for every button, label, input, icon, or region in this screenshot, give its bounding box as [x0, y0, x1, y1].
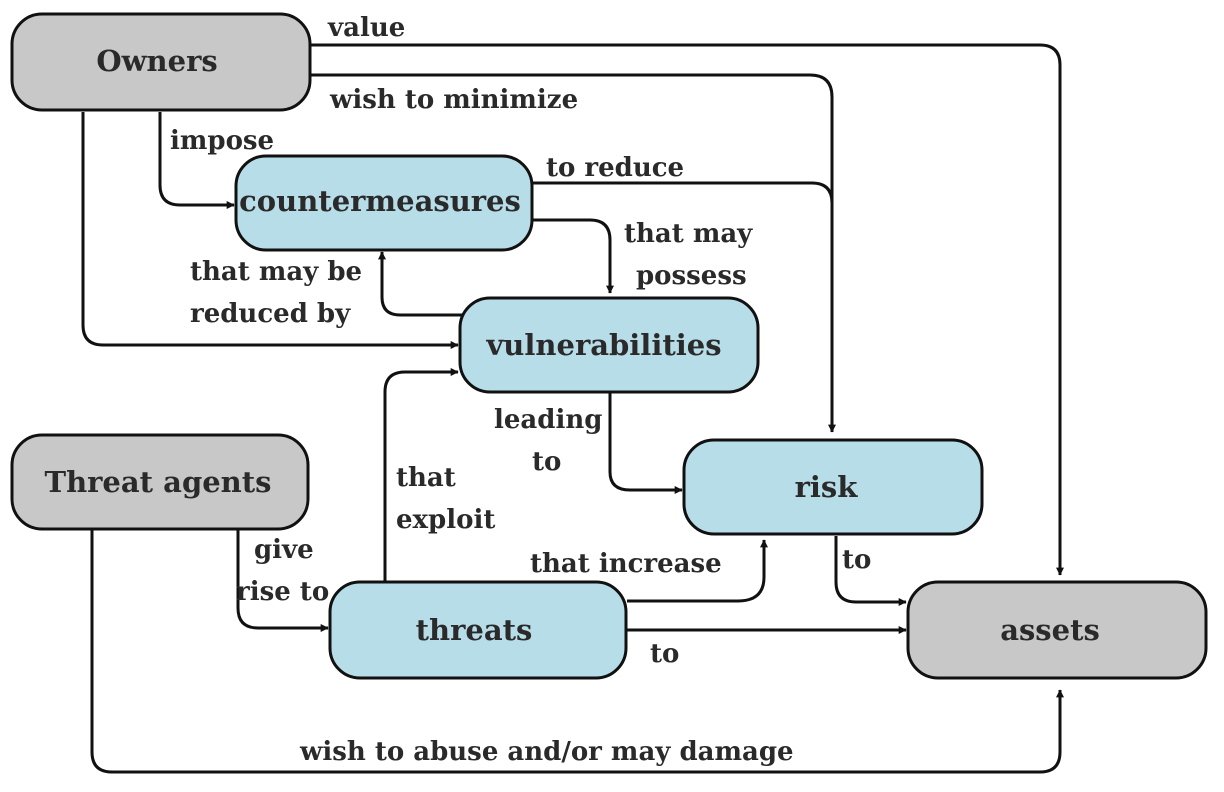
node-vulnerabilities: vulnerabilities — [458, 296, 760, 394]
label-reduced-by-line2: reduced by — [190, 299, 351, 329]
node-vulnerabilities-label: vulnerabilities — [485, 328, 721, 362]
edge-countermeasures-possess-vulnerabilities — [532, 218, 614, 294]
node-owners-box — [10, 12, 312, 112]
label-to-reduce: to reduce — [546, 153, 684, 183]
label-leading-to-line2: to — [532, 447, 561, 477]
node-assets-label: assets — [1000, 613, 1100, 647]
node-risk-box — [682, 438, 984, 536]
node-risk: risk — [682, 438, 984, 536]
label-exploit-line2: exploit — [396, 505, 495, 535]
edge-threats-increase-risk — [627, 539, 768, 603]
edge-owners-impose-countermeasures — [158, 112, 235, 209]
label-that-increase: that increase — [530, 549, 722, 579]
node-risk-label: risk — [795, 470, 859, 504]
node-owners: Owners — [10, 12, 312, 112]
edge-threats-exploit-vulnerabilities — [383, 368, 459, 582]
node-threat-agents: Threat agents — [10, 433, 310, 531]
label-that-exploit-line1: that — [396, 463, 456, 493]
label-wish-to-abuse: wish to abuse and/or may damage — [299, 737, 794, 767]
label-rise-to-line2: rise to — [236, 577, 329, 607]
label-give-line1: give — [254, 535, 314, 565]
label-possess-line2: possess — [636, 261, 747, 291]
label-value: value — [327, 13, 405, 43]
node-threats-label: threats — [416, 613, 533, 647]
node-threat-agents-label: Threat agents — [44, 465, 271, 499]
edges — [81, 43, 1064, 774]
edge-threat-agents-abuse-assets — [90, 530, 1064, 774]
label-wish-to-minimize: wish to minimize — [329, 85, 578, 115]
node-countermeasures-box — [234, 154, 534, 252]
edge-risk-to-assets — [834, 536, 907, 606]
node-threat-agents-box — [10, 433, 310, 531]
node-threats: threats — [328, 580, 628, 680]
node-owners-label: Owners — [96, 44, 217, 78]
node-assets-box — [906, 580, 1208, 680]
node-threats-box — [328, 580, 628, 680]
label-that-may-line1: that may — [624, 219, 753, 249]
node-countermeasures: countermeasures — [234, 154, 534, 252]
edge-owners-to-vulnerabilities — [81, 112, 459, 349]
edge-vulnerabilities-reduced-by-countermeasures — [378, 251, 462, 317]
node-assets: assets — [906, 580, 1208, 680]
label-that-may-be-line1: that may be — [190, 257, 362, 287]
node-vulnerabilities-box — [458, 296, 760, 394]
label-leading-line1: leading — [494, 405, 602, 435]
label-threats-to-assets: to — [650, 639, 679, 669]
node-countermeasures-label: countermeasures — [239, 184, 521, 218]
edge-countermeasures-reduce-risk — [532, 181, 834, 204]
edge-labels: value wish to minimize impose to reduce … — [170, 13, 871, 767]
edge-vulnerabilities-leading-to-risk — [608, 393, 683, 494]
edge-owners-minimize-risk — [310, 73, 836, 433]
edge-owners-value-assets — [310, 43, 1064, 576]
label-risk-to-assets: to — [842, 545, 871, 575]
edge-threat-agents-give-rise-threats — [236, 530, 329, 632]
label-impose: impose — [170, 126, 274, 156]
